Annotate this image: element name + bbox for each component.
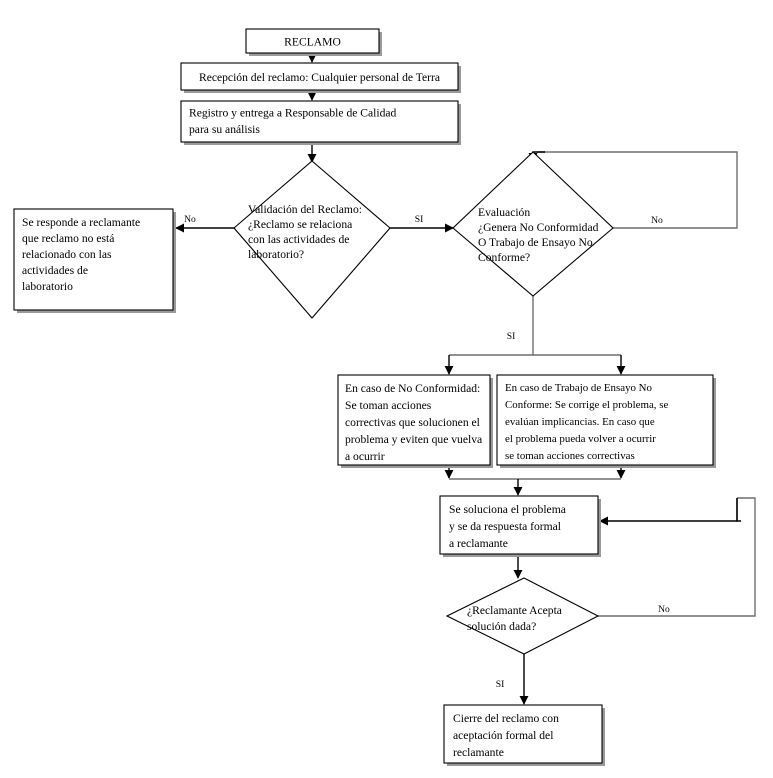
validacion-node[interactable] xyxy=(233,160,391,319)
evaluacion-node-line-1: Evaluación xyxy=(478,206,530,219)
respuesta-node[interactable] xyxy=(13,208,174,311)
validacion-node-line-1: Validación del Reclamo: xyxy=(248,203,362,216)
respuesta-node-line-1: Se responde a reclamante xyxy=(22,216,140,229)
respuesta-node-line-3: relacionado con las xyxy=(22,248,112,261)
respuesta-node-line-5: laboratorio xyxy=(22,280,73,293)
no-conformidad-line-2: Se toman acciones xyxy=(345,399,432,412)
cierre-line-1: Cierre del reclamo con xyxy=(453,712,559,725)
evaluacion-node-line-3: O Trabajo de Ensayo No xyxy=(478,236,593,249)
soluciona-line-1: Se soluciona el problema xyxy=(449,503,566,516)
registro-node[interactable] xyxy=(180,100,459,143)
validacion-node-line-3: con las actividades de xyxy=(248,233,349,246)
respuesta-node-line-4: actividades de xyxy=(22,264,88,277)
trabajo-ensayo-line-4: el problema pueda volver a ocurrir xyxy=(505,433,656,445)
cierre-line-3: reclamante xyxy=(453,746,504,759)
cierre-line-2: aceptación formal del xyxy=(453,729,553,742)
evaluacion-node[interactable] xyxy=(452,151,614,297)
soluciona-node[interactable] xyxy=(439,495,599,555)
recepcion-node-label: Recepción del reclamo: Cualquier persona… xyxy=(199,71,440,84)
trabajo-ensayo-line-3: evalúan implicancias. En caso que xyxy=(505,416,655,428)
evaluacion-node-line-2: ¿Genera No Conformidad xyxy=(478,221,599,234)
evaluacion-node-line-4: Conforme? xyxy=(478,251,530,264)
start-node-label: RECLAMO xyxy=(284,36,341,49)
edge-acepta-no-loop xyxy=(598,497,756,617)
trabajo-ensayo-line-5: se toman acciones correctivas xyxy=(505,450,635,462)
no-conformidad-line-5: a ocurrir xyxy=(345,450,385,463)
validacion-node-line-2: ¿Reclamo se relaciona xyxy=(248,218,352,231)
edge-label-validacion-si: SI xyxy=(415,214,424,225)
edge-acepta-no-into-soluciona xyxy=(599,498,738,526)
edge-label-evaluacion-si: SI xyxy=(507,331,516,342)
no-conformidad-node[interactable] xyxy=(337,374,491,466)
edge-evaluacion-si-trunk-left xyxy=(449,296,534,356)
acepta-node[interactable] xyxy=(445,577,600,655)
respuesta-node-line-2: que reclamo no está xyxy=(22,232,114,245)
no-conformidad-line-4: problema y eviten que vuelva xyxy=(345,433,482,446)
no-conformidad-line-3: correctivas que solucionen el xyxy=(345,416,480,429)
edge-label-validacion-no: No xyxy=(184,214,196,225)
registro-node-line-2: para su análisis xyxy=(189,123,260,136)
cierre-node[interactable] xyxy=(443,704,603,764)
edge-evaluacion-no-loop xyxy=(537,151,738,229)
edge-label-evaluacion-no: No xyxy=(651,215,663,226)
registro-node-line-1: Registro y entrega a Responsable de Cali… xyxy=(189,107,397,120)
no-conformidad-line-1: En caso de No Conformidad: xyxy=(345,382,480,395)
soluciona-line-3: a reclamante xyxy=(449,537,508,550)
soluciona-line-2: y se da respuesta formal xyxy=(449,520,561,533)
recepcion-node[interactable] xyxy=(180,62,459,91)
acepta-line-1: ¿Reclamante Acepta xyxy=(467,604,562,617)
start-node[interactable] xyxy=(245,28,380,54)
edge-label-acepta-no: No xyxy=(658,604,670,615)
edge-label-acepta-si: SI xyxy=(496,679,505,690)
validacion-node-line-4: laboratorio? xyxy=(248,248,304,261)
trabajo-ensayo-line-1: En caso de Trabajo de Ensayo No xyxy=(505,382,653,394)
acepta-line-2: solución dada? xyxy=(467,620,536,633)
trabajo-ensayo-node[interactable] xyxy=(496,374,714,466)
trabajo-ensayo-line-2: Conforme: Se corrige el problema, se xyxy=(505,399,668,411)
